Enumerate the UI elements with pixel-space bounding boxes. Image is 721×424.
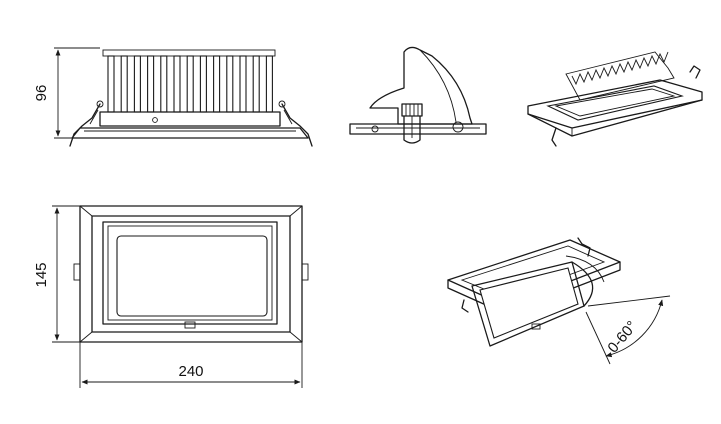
profile-flange bbox=[349, 123, 487, 135]
iso-lens bbox=[546, 85, 684, 121]
width-dimension: 240 bbox=[79, 342, 303, 388]
side-view-front: 96 bbox=[33, 47, 313, 147]
heatsink-fin bbox=[107, 55, 115, 113]
depth-dimension-label: 145 bbox=[33, 262, 50, 287]
heatsink-fin bbox=[239, 55, 247, 113]
top-view: 145 240 bbox=[33, 205, 309, 388]
housing-body bbox=[99, 111, 281, 127]
tilt-angle-dimension: 0-60° bbox=[585, 295, 671, 365]
heatsink-fin bbox=[199, 55, 207, 113]
heatsink-fin bbox=[147, 55, 155, 113]
height-dimension: 96 bbox=[33, 47, 100, 139]
tilt-lens bbox=[479, 267, 579, 339]
heatsink-fin bbox=[226, 55, 234, 113]
iso-fin-zigzag bbox=[571, 51, 669, 86]
iso-clip-left bbox=[551, 127, 557, 147]
heatsink-fin bbox=[173, 55, 181, 113]
depth-dimension: 145 bbox=[33, 205, 80, 343]
width-dimension-label: 240 bbox=[178, 363, 203, 380]
isometric-view-tilted: 0-60° bbox=[447, 237, 671, 365]
top-clip-left bbox=[73, 263, 81, 281]
heatsink-fin bbox=[265, 55, 273, 113]
iso-clip-right bbox=[689, 65, 701, 79]
heatsink-fin bbox=[120, 55, 128, 113]
iso-fins bbox=[565, 51, 675, 101]
top-lens-frame bbox=[102, 221, 278, 325]
spring-clip-left bbox=[69, 100, 104, 147]
height-dimension-label: 96 bbox=[33, 85, 50, 102]
heatsink-fin bbox=[160, 55, 168, 113]
tilt-angle-label: 0-60° bbox=[604, 318, 640, 357]
isometric-view-top bbox=[527, 51, 703, 147]
tilt-clip-left bbox=[461, 299, 469, 313]
heatsink-fin bbox=[252, 55, 260, 113]
flange bbox=[71, 127, 309, 139]
screw-hole bbox=[152, 117, 158, 123]
top-tab bbox=[184, 321, 196, 329]
top-frame-bevel bbox=[91, 215, 291, 333]
heatsink-fin bbox=[186, 55, 194, 113]
side-view-profile bbox=[349, 46, 487, 144]
clip-mechanism bbox=[401, 103, 423, 144]
housing-profile bbox=[369, 46, 473, 125]
heatsink-fin bbox=[133, 55, 141, 113]
tilt-clip-right bbox=[577, 237, 591, 257]
spring-clip-right bbox=[278, 100, 313, 147]
heatsink-fins bbox=[102, 49, 276, 113]
top-clip-right bbox=[301, 263, 309, 281]
top-lens bbox=[116, 235, 268, 317]
heatsink-fin bbox=[213, 55, 221, 113]
